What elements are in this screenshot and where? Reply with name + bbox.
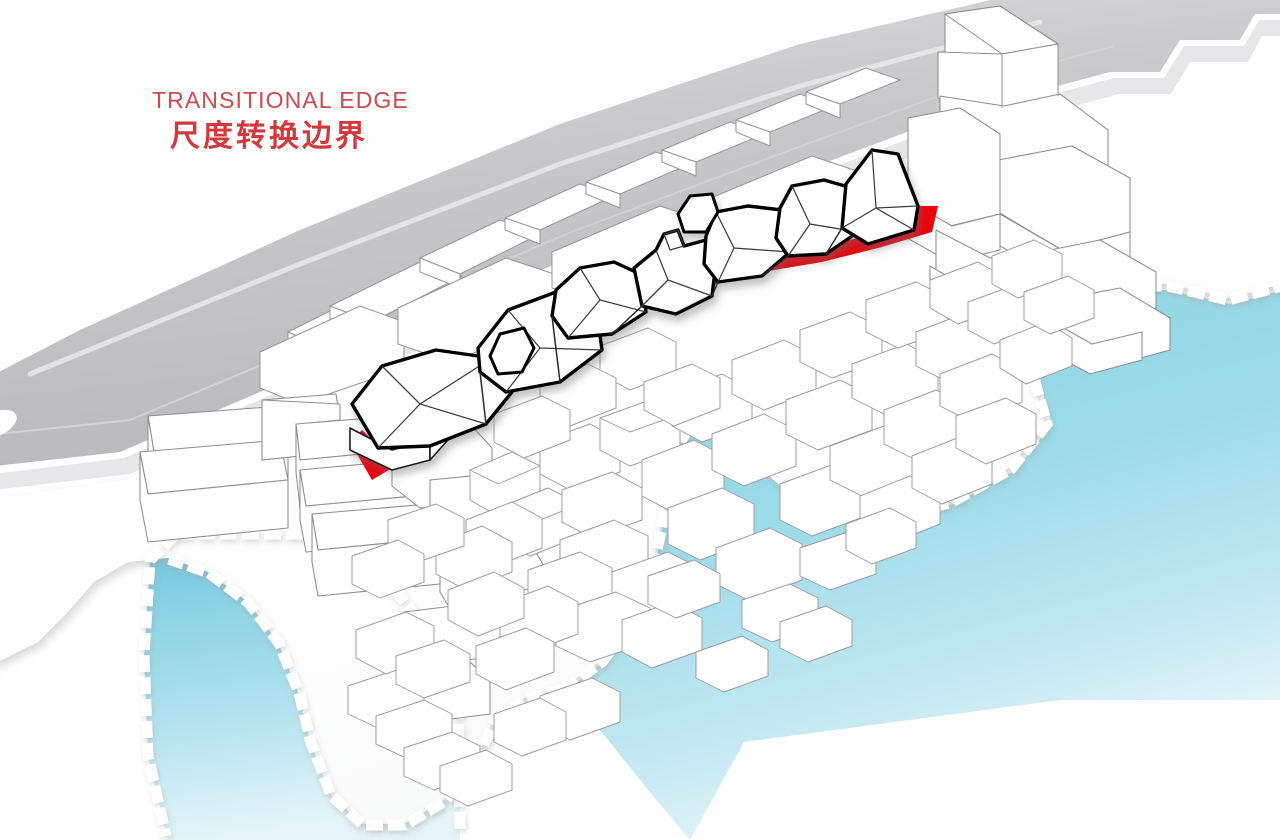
small-57 [647,559,721,619]
small-37 [1023,275,1095,335]
small-56 [493,697,567,757]
strip-08-s [805,91,841,119]
seam-03 [611,305,643,335]
water-bottom-white-wedge [690,700,1280,840]
context-buildings-small-grain [347,239,1095,807]
small-51 [695,635,769,693]
strip-06-s [661,149,697,177]
hl-vol-07-facet-b [841,207,877,229]
seam-05 [761,255,789,277]
small-50 [475,627,555,691]
hl-vol-07 [840,148,920,246]
hl-vol-07-facet-c [875,205,919,209]
highlight-buildings [349,148,920,471]
highway-center-stripe [27,19,1043,377]
small-58 [779,605,853,663]
hl-vol-04-facet-b [641,279,669,307]
small-54 [845,507,917,565]
hl-vol-01-facet-b [377,403,421,449]
seam-01 [479,371,487,425]
promenade-left-bay-west [138,530,180,838]
hl-vol-09 [488,326,536,376]
hl-vol-03-facet-b [567,299,601,339]
seam-02 [551,315,561,383]
strip-07-s [735,119,771,147]
strip-05-s [585,181,621,209]
small-47 [439,749,513,807]
hl-vol-08 [676,192,720,234]
small-33 [447,571,525,637]
highway-loop-eye [0,409,17,439]
small-08 [711,413,797,487]
small-41 [493,395,571,459]
small-49 [395,639,471,699]
hl-vol-04-notch [663,229,685,251]
strip-04-s [504,217,541,245]
hl-vol-06-facet-b [787,223,811,257]
highlight-seams [479,227,843,425]
small-39 [643,363,721,427]
promenade-south-peninsula [167,553,567,831]
slab-w-02-s [139,451,289,543]
seam-04 [711,281,719,297]
small-30 [955,397,1037,465]
hl-vol-05-facet-b [717,247,735,283]
small-04 [561,471,643,539]
small-43 [351,539,425,599]
seam-06 [825,227,843,255]
